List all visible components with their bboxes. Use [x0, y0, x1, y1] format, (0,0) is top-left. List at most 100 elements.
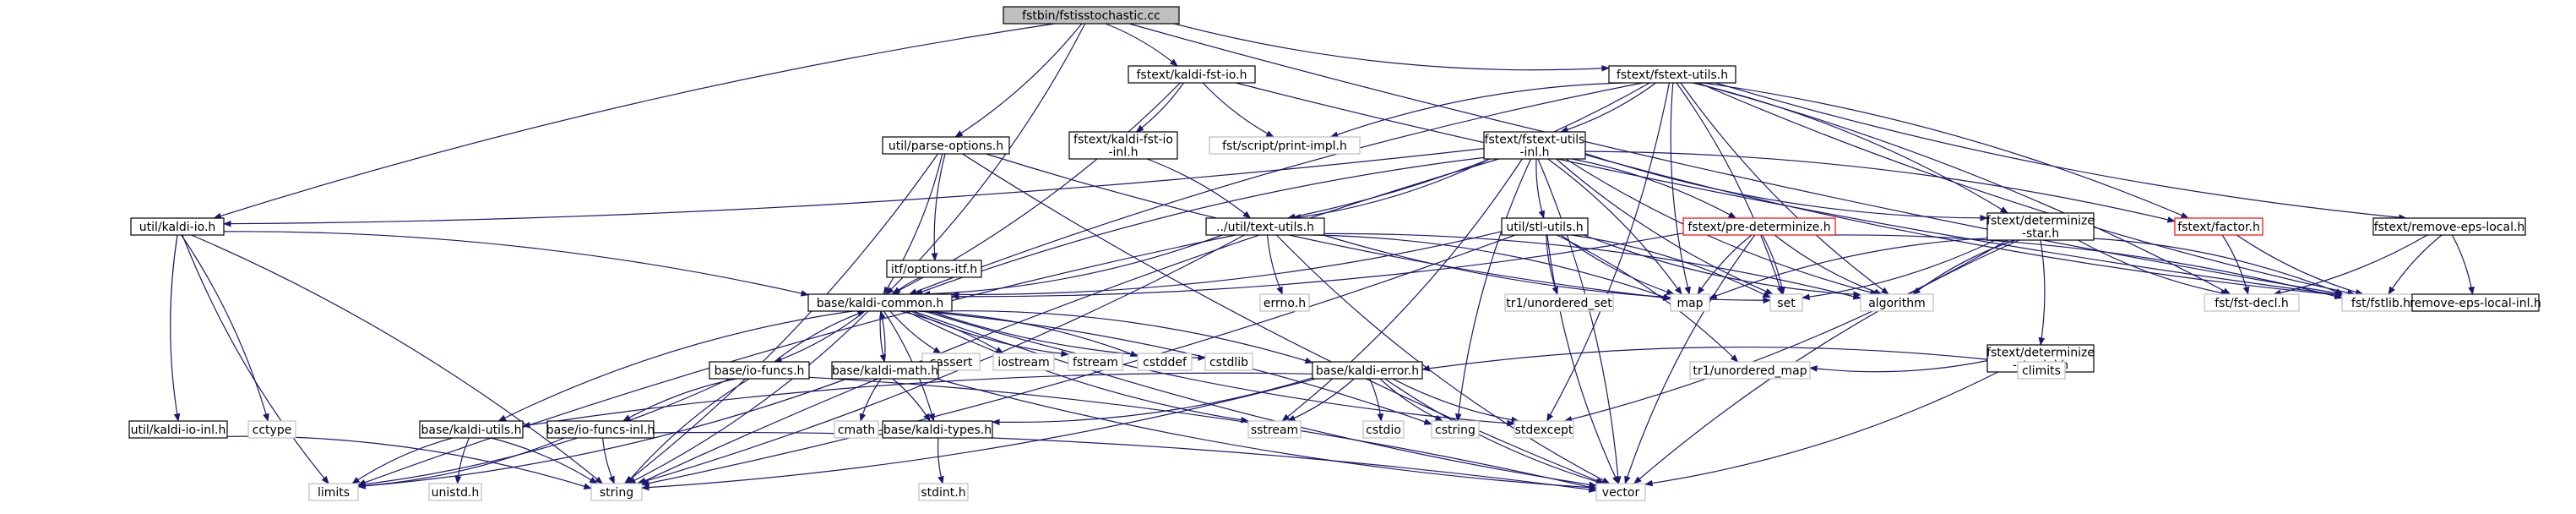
edge-ds-to-vector [1633, 239, 2019, 484]
edge-kc-to-ke [941, 310, 1313, 364]
edge-ke-to-cstdio [1369, 378, 1384, 422]
node-sstream: sstream [1247, 420, 1302, 439]
edge-ke-to-ku [522, 372, 1313, 429]
node-box [1670, 293, 1710, 312]
node-map: map [1670, 293, 1710, 312]
node-cstdlib: cstdlib [1204, 353, 1253, 371]
node-itf-options-itf-h[interactable]: itf/options-itf.h [886, 260, 982, 278]
node-label: fstext/determinize [1986, 347, 2095, 360]
node-box [918, 483, 969, 501]
node-label: cstdio [1366, 424, 1401, 437]
node-label: sstream [1251, 424, 1298, 437]
node-fstext-remove-eps-local-h[interactable]: fstext/remove-eps-local.h [2372, 217, 2526, 236]
node-label: -inl.h [1519, 146, 1549, 160]
edge-km-to-cmath [859, 378, 882, 422]
edge-po-to-string [623, 153, 938, 484]
edge-feuinl-to-pd [1572, 158, 1737, 219]
node-label: fstream [1073, 356, 1118, 369]
node-label: map [1677, 297, 1703, 310]
node-fstext-kaldi-fst-io-inl-h[interactable]: fstext/kaldi-fst-io-inl.h [1068, 131, 1178, 160]
edge-ds-to-set [1802, 239, 1996, 300]
node-box [1128, 65, 1256, 84]
node-box [1595, 483, 1646, 501]
node-base-kaldi-common-h[interactable]: base/kaldi-common.h [807, 293, 953, 312]
edge-feu-to-set [1676, 82, 1784, 295]
node-label: stdint.h [921, 486, 965, 500]
node-box [1608, 65, 1736, 84]
node-util-kaldi-io-inl-h[interactable]: util/kaldi-io-inl.h [128, 420, 228, 439]
node-stdint-h: stdint.h [918, 483, 969, 501]
node-fstext-determinize-star-h[interactable]: fstext/determinize-star.h [1986, 212, 2095, 241]
edge-kfio-to-kfioinl [1135, 82, 1184, 133]
node-util-parse-options-h[interactable]: util/parse-options.h [882, 136, 1010, 155]
edge-feuinl-to-ds [1584, 153, 1988, 221]
node-set: set [1769, 293, 1803, 312]
node-base-kaldi-math-h[interactable]: base/kaldi-math.h [831, 361, 939, 380]
node-util-text-utils-h[interactable]: ../util/text-utils.h [1205, 217, 1325, 236]
edge-su-to-string [641, 234, 1516, 487]
node-label: util/kaldi-io.h [139, 221, 216, 234]
edge-root-to-kfio [1105, 23, 1178, 67]
edge-fac-to-fstdecl [2221, 234, 2250, 295]
node-remove-eps-local-inl-h[interactable]: remove-eps-local-inl.h [2410, 293, 2541, 312]
edge-ku-to-limits [351, 437, 454, 484]
node-fstext-fstext-utils-inl-h[interactable]: fstext/fstext-utils-inl.h [1483, 131, 1586, 160]
node-box [1860, 293, 1934, 312]
edge-tu-to-map [1312, 234, 1671, 300]
node-box [308, 483, 359, 501]
node-box [1209, 136, 1361, 155]
edge-feuinl-to-algo [1565, 158, 1878, 296]
node-fstbin-fstisstochastic-cc[interactable]: fstbin/fstisstochastic.cc [1003, 6, 1180, 25]
edge-ds-to-map [1709, 238, 1988, 299]
node-box [834, 420, 879, 439]
node-box [247, 420, 296, 439]
node-util-stl-utils-h[interactable]: util/stl-utils.h [1501, 217, 1589, 236]
edge-pd-to-fstlib [1828, 234, 2343, 299]
node-label: fstext/kaldi-fst-io.h [1136, 68, 1247, 82]
node-box [1483, 131, 1586, 160]
node-label: unistd.h [432, 486, 480, 500]
edge-itf-to-kc [893, 276, 921, 295]
node-base-io-funcs-h[interactable]: base/io-funcs.h [709, 361, 810, 380]
edge-su-to-algo [1584, 234, 1861, 298]
node-fstext-pre-determinize-h[interactable]: fstext/pre-determinize.h [1682, 217, 1836, 236]
node-base-kaldi-error-h[interactable]: base/kaldi-error.h [1312, 361, 1423, 380]
edge-iofinl-to-string [602, 437, 615, 484]
edge-feuinl-to-map [1547, 158, 1682, 295]
node-fstext-factor-h[interactable]: fstext/factor.h [2174, 217, 2264, 236]
edge-ku-to-unistd [454, 437, 470, 484]
edge-su-to-map [1560, 234, 1675, 295]
node-base-kaldi-types-h[interactable]: base/kaldi-types.h [882, 420, 993, 439]
edge-rel-to-relinl [2451, 234, 2475, 295]
edge-kc-to-sstream [905, 310, 1249, 424]
edge-kio-to-kioinl [170, 234, 181, 422]
node-util-kaldi-io-h[interactable]: util/kaldi-io.h [130, 217, 225, 236]
edge-ds-to-dsinl [2038, 239, 2046, 346]
edge-ke-to-kt [992, 377, 1313, 426]
node-label: cctype [253, 424, 292, 437]
node-cmath: cmath [834, 420, 879, 439]
node-label: cstdlib [1209, 356, 1248, 369]
node-box [1068, 353, 1123, 371]
edge-feuinl-to-cstring [1454, 158, 1532, 422]
node-label: climits [2022, 364, 2061, 378]
edge-feuinl-to-fac [1584, 150, 2176, 223]
header-nodes: fstbin/fstisstochastic.cc fstext/kaldi-fs… [128, 6, 2541, 501]
node-fstext-fstext-utils-h[interactable]: fstext/fstext-utils.h [1608, 65, 1736, 84]
node-label: fstext/kaldi-fst-io [1073, 134, 1173, 147]
edge-pd-to-set [1762, 234, 1785, 295]
edge-po-to-vector [962, 153, 1606, 484]
edge-iofinl-to-limits [357, 437, 565, 489]
edge-su-to-tr1um [1557, 234, 1739, 363]
edge-pd-to-algo [1774, 234, 1883, 295]
edge-root-to-feu [1174, 23, 1610, 72]
node-box [590, 483, 643, 501]
edge-feuinl-to-su [1535, 158, 1546, 219]
node-base-io-funcs-inl-h[interactable]: base/io-funcs-inl.h [546, 420, 655, 439]
node-box [128, 420, 228, 439]
node-fstext-kaldi-fst-io-h[interactable]: fstext/kaldi-fst-io.h [1128, 65, 1256, 84]
edge-feuinl-to-fstlib [1584, 154, 2343, 298]
edge-dsinl-to-vector [1644, 371, 1998, 487]
node-base-kaldi-utils-h[interactable]: base/kaldi-utils.h [419, 420, 524, 439]
